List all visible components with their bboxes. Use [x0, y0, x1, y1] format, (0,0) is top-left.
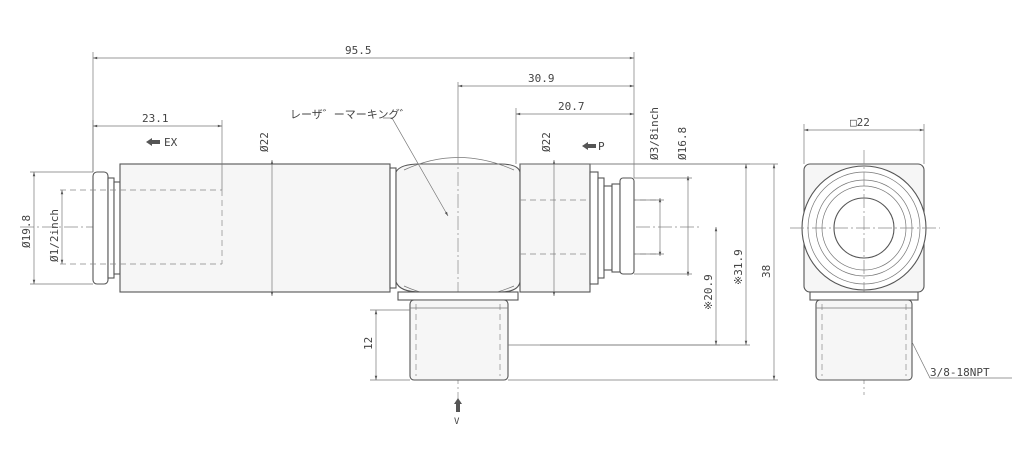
ex-port-label: EX: [164, 136, 178, 149]
p-port-label: P: [598, 140, 605, 153]
dim-length-30-9: 30.9: [528, 72, 555, 85]
laser-marking-label: レーザ゛ーマーキング゛: [290, 107, 410, 121]
thread-spec-label: 3/8-18NPT: [930, 366, 990, 379]
dim-dia-16-8: Ø16.8: [676, 127, 689, 160]
dim-dia-19-8: Ø19.8: [20, 215, 33, 248]
dim-thread-12: 12: [362, 337, 375, 350]
left-release-collar: [92, 171, 109, 285]
dim-length-20-7: 20.7: [558, 100, 585, 113]
dim-dia-22-left: Ø22: [258, 132, 271, 152]
side-view: □22 3/8-18NPT: [790, 116, 1012, 395]
dim-overall-length: 95.5: [345, 44, 372, 57]
dim-height-38: 38: [760, 265, 773, 278]
bottom-arrow-icon: [454, 398, 462, 412]
thread-stud: [409, 299, 509, 381]
bottom-arrow-label: V: [454, 417, 460, 427]
dim-20-9: ※20.9: [702, 274, 715, 310]
left-body: [119, 163, 391, 293]
front-view: レーザ゛ーマーキング゛ 95.5 30.9 20.7 23.1 EX P Ø22…: [20, 44, 778, 427]
dim-square-22: □22: [850, 116, 870, 129]
side-thread-stud: [815, 299, 913, 381]
dim-tube-half-inch: Ø1/2inch: [48, 209, 61, 262]
dim-dia-22-right: Ø22: [540, 132, 553, 152]
dim-tube-3-8-inch: Ø3/8inch: [648, 107, 661, 160]
dim-length-23-1: 23.1: [142, 112, 169, 125]
hex-base: [397, 291, 519, 301]
right-release-collar: [619, 177, 635, 275]
right-sleeve: [519, 163, 591, 293]
ex-arrow-icon: [146, 138, 160, 146]
p-arrow-icon: [582, 142, 596, 150]
dim-31-9: ※31.9: [732, 249, 745, 285]
